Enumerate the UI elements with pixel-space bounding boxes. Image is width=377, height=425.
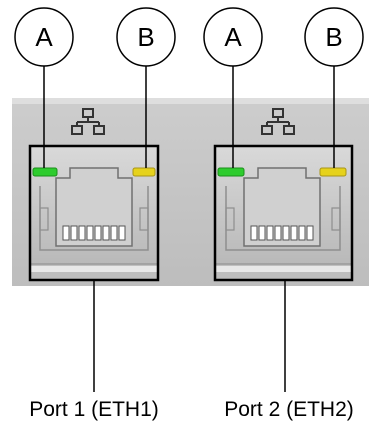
callout-letter: A: [224, 22, 242, 52]
callout-letter: B: [325, 22, 342, 52]
port-highlight-frame: [213, 144, 354, 282]
led-activity-green: [217, 167, 245, 177]
panel-top-edge: [12, 98, 369, 104]
jack-latch-right: [139, 207, 149, 231]
port-2-label: Port 2 (ETH2): [224, 398, 354, 421]
callout-letter: A: [35, 22, 53, 52]
led-activity-green: [32, 167, 58, 177]
callout-port2-b: B: [304, 7, 364, 67]
callout-port2-a: A: [203, 7, 263, 67]
port-2: [213, 108, 354, 282]
jack-bottom-lip: [215, 266, 352, 272]
jack-contacts: [62, 225, 126, 241]
callout-letter: B: [137, 22, 154, 52]
callout-port1-a: A: [14, 7, 74, 67]
network-icon: [261, 108, 295, 135]
jack-bottom-lip: [30, 266, 158, 272]
callout-port1-b: B: [116, 7, 176, 67]
port-1: [28, 108, 160, 282]
jack-latch-left: [39, 207, 49, 231]
callout-circle: [14, 7, 74, 67]
callout-circle: [203, 7, 263, 67]
network-icon: [71, 108, 105, 135]
callout-circle: [116, 7, 176, 67]
jack-contacts: [250, 225, 314, 241]
jack-latch-right: [331, 207, 341, 231]
callout-leaders: [43, 64, 335, 392]
led-link-yellow: [132, 167, 156, 177]
jack-latch-left: [225, 207, 235, 231]
port-1-label: Port 1 (ETH1): [29, 398, 159, 421]
callout-circle: [304, 7, 364, 67]
led-link-yellow: [319, 167, 347, 177]
